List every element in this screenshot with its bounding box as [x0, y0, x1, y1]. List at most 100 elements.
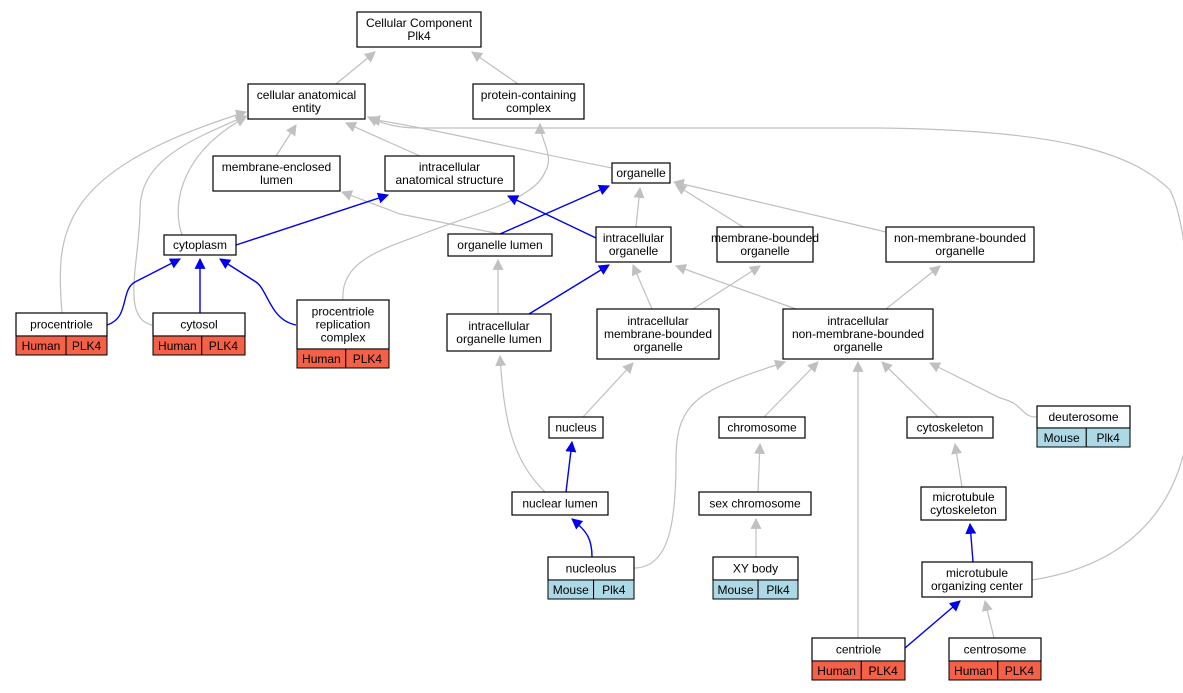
- edge-nucleolus-inmbo: [633, 359, 787, 569]
- node-box: [472, 83, 585, 120]
- node-box: [446, 313, 552, 352]
- node-box: [611, 162, 671, 184]
- edge-pcent-cyto: [106, 258, 181, 326]
- node-label: procentriole: [312, 305, 375, 319]
- node-label: organelle lumen: [456, 332, 541, 346]
- node-label: nucleus: [555, 421, 596, 435]
- gene-label: PLK4: [72, 339, 102, 353]
- node-box: [296, 299, 390, 350]
- node-label: organelle: [935, 244, 985, 258]
- node-orgl[interactable]: organelle lumen: [447, 233, 553, 257]
- edge-cyto-cae: [177, 116, 247, 236]
- edge-mbo-org: [675, 184, 744, 228]
- edge-prc-cyto: [219, 258, 297, 326]
- node-label: XY body: [733, 562, 778, 576]
- edge-nlum-iol: [495, 354, 546, 493]
- node-label: membrane-bounded: [711, 231, 819, 245]
- species-label: Human: [817, 664, 856, 678]
- annotation-pcent[interactable]: Human PLK4: [15, 335, 108, 356]
- edge-io-ias: [507, 195, 597, 239]
- edge-orgl-mel: [340, 190, 501, 235]
- node-cyto[interactable]: cytoplasm: [163, 234, 237, 256]
- gene-cell: [757, 579, 799, 600]
- node-box: [511, 491, 609, 516]
- edge-pcent-cae: [59, 109, 248, 314]
- node-label: cytosol: [180, 318, 217, 332]
- node-label: intracellular: [603, 231, 664, 245]
- node-label: cytoskeleton: [930, 503, 997, 517]
- species-label: Human: [158, 339, 197, 353]
- node-label: cytoplasm: [173, 238, 227, 252]
- node-chrom[interactable]: chromosome: [718, 416, 806, 439]
- gene-cell: [593, 579, 635, 600]
- node-box: [698, 491, 812, 516]
- node-cytosk[interactable]: cytoskeleton: [906, 416, 994, 439]
- gene-label: PLK4: [209, 339, 239, 353]
- node-box: [885, 226, 1035, 263]
- node-label: organelle: [740, 244, 790, 258]
- node-box: [716, 226, 814, 263]
- edge-nmbo-org: [672, 178, 887, 233]
- node-box: [212, 155, 341, 192]
- edge-centrosome-mtoc: [981, 599, 995, 639]
- gene-label: Plk4: [1096, 431, 1120, 445]
- node-nucleus[interactable]: nucleus: [548, 416, 604, 439]
- species-label: Human: [22, 339, 61, 353]
- node-sexc[interactable]: sex chromosome: [698, 491, 812, 516]
- edge-nucleolus-nlum: [571, 518, 593, 558]
- node-label: nucleolus: [566, 562, 617, 576]
- node-box: [782, 308, 934, 360]
- node-label: organelle: [833, 340, 883, 354]
- node-label: anatomical structure: [395, 173, 503, 187]
- edges-layer: [59, 51, 1183, 649]
- edge-mtc-cytosk: [951, 442, 963, 488]
- node-label: centrosome: [964, 643, 1027, 657]
- edge-mtoc-cae: [367, 116, 1183, 581]
- edge-org-cae: [368, 115, 613, 169]
- node-box: [718, 416, 806, 439]
- node-label: protein-containing: [481, 88, 576, 102]
- species-label: Mouse: [553, 583, 589, 597]
- node-label: organizing center: [931, 579, 1023, 593]
- node-label: intracellular: [627, 314, 688, 328]
- annotation-cytosol[interactable]: Human PLK4: [152, 335, 246, 356]
- node-inmbo[interactable]: intracellularnon-membrane-boundedorganel…: [782, 308, 934, 360]
- gene-cell: [1085, 427, 1131, 448]
- edge-inmbo-io: [674, 264, 797, 310]
- gene-cell: [345, 348, 390, 369]
- node-label: cytoskeleton: [917, 421, 984, 435]
- node-org[interactable]: organelle: [611, 162, 671, 184]
- node-nlum[interactable]: nuclear lumen: [511, 491, 609, 516]
- node-label: cellular anatomical: [257, 88, 356, 102]
- edge-centriole-mtoc: [904, 600, 961, 649]
- gene-cell: [65, 335, 108, 356]
